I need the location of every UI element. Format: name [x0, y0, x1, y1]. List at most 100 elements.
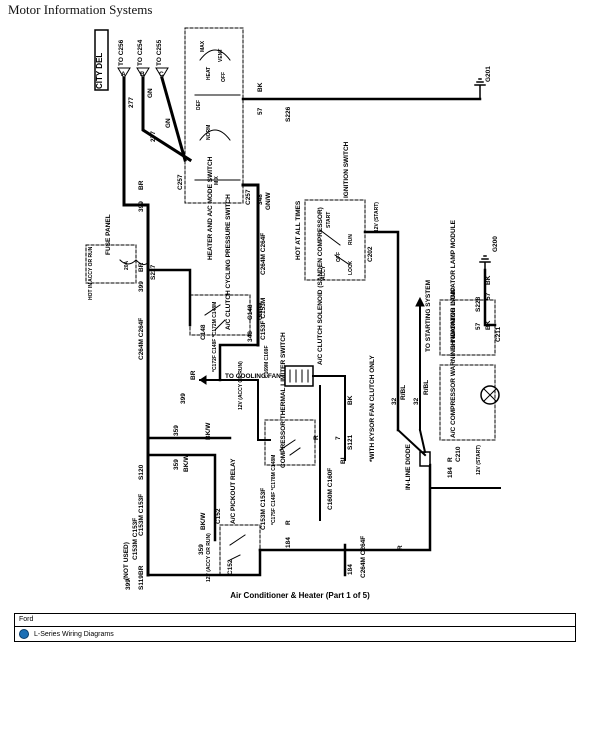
wire-r3-label: R	[397, 545, 404, 550]
v12-accy-c: 12V (ACCY OR RUN)	[206, 533, 212, 582]
s120-label: S120	[138, 464, 145, 480]
label-to-c254: TO C254	[137, 39, 144, 66]
wire-184c-label: 184	[447, 467, 454, 478]
mode-def: DEF	[196, 100, 202, 110]
page-header: Motor Information Systems	[8, 2, 153, 17]
pin-b: B	[140, 71, 145, 78]
wire-br-label: BR	[138, 180, 145, 190]
wire-399d-label: 399	[125, 579, 132, 590]
footer-link[interactable]: L-Series Wiring Diagrams	[34, 630, 114, 638]
wire-gn-label: GN	[147, 88, 154, 98]
c153d-label: C153M C153F	[138, 494, 145, 536]
wire-277b-label: 277	[150, 131, 157, 142]
wire-7-label: 7	[335, 436, 342, 440]
c169-label: C169M C169F	[264, 345, 270, 378]
pin-a: A	[121, 71, 126, 78]
diagram-caption: Air Conditioner & Heater (Part 1 of 5)	[230, 591, 370, 600]
pickout-relay-label: A/C PICKOUT RELAY	[230, 458, 237, 524]
fuse-note-label: HOT IN ACCY OR RUN	[88, 246, 94, 300]
c264-label: C264M C264F	[260, 233, 267, 275]
wire-57-label: 57	[257, 107, 264, 115]
wire-rbl-label: R/BL	[400, 385, 407, 400]
compressor-lamp-label: A/C COMPRESSOR WARNING INDICATOR LAMP	[450, 287, 457, 438]
fuse-20a: 20A	[124, 260, 130, 270]
v12-start-d: 12V (START)	[476, 445, 482, 475]
label-to-c255: TO C255	[156, 39, 163, 66]
wire-399b-label: 399	[138, 281, 145, 292]
wire-bkw3-label: BK/W	[200, 512, 207, 530]
c153-label: C153F C153M	[260, 298, 267, 340]
wire-bl-label: BL	[340, 455, 347, 464]
c148-b: C148	[247, 304, 254, 320]
ign-off: OFF	[336, 252, 342, 262]
mode-norm: NORM	[206, 125, 212, 140]
c153b-label: C153M C153F	[260, 488, 267, 530]
to-cooling-fan: TO COOLING FAN	[225, 373, 281, 380]
not-used-label: (NOT USED)	[123, 542, 130, 580]
g200-label: G200	[492, 236, 499, 252]
wire-bk2-label: BK	[485, 275, 492, 285]
c148-a: C148	[200, 324, 207, 340]
wire-bkd-label: BK	[347, 395, 354, 405]
cycling-switch-label: A/C CLUTCH CYCLING PRESSURE SWITCH	[225, 194, 232, 330]
ignition-switch-label: IGNITION SWITCH	[343, 141, 350, 198]
wire-bkw-label: BK/W	[205, 422, 212, 440]
wire-32b-label: 32	[413, 397, 420, 405]
c160-label: C160M C160F	[327, 468, 334, 510]
mode-mix: MIX	[214, 175, 220, 185]
ign-start: START	[326, 212, 332, 228]
v12-start-a: 12V (START)	[374, 202, 380, 232]
mode-off: OFF	[221, 72, 227, 82]
wire-gnb-label: GN	[165, 118, 172, 128]
wire-br3-label: BR	[190, 370, 197, 380]
footer-link-bar: L-Series Wiring Diagrams	[14, 626, 576, 642]
c264c-label: C264M C264F	[138, 318, 145, 360]
city-del-label: CITY DEL	[95, 53, 104, 89]
mode-switch-box	[184, 27, 244, 204]
kysor-note: *WITH KYSOR FAN CLUTCH ONLY	[369, 355, 376, 462]
pin-c: C	[159, 71, 164, 78]
mode-heat: HEAT	[206, 67, 212, 80]
clutch-solenoid-label: A/C CLUTCH SOLENOID (SANDEN COMPRESSOR)	[317, 207, 324, 365]
wire-r4-label: R	[447, 457, 454, 462]
s121-label: S121	[347, 434, 354, 450]
wire-rbl2-label: R/BL	[423, 380, 430, 395]
wire-277-label: 277	[128, 97, 135, 108]
wire-348b-label: 348	[247, 331, 254, 342]
g201-label: G201	[485, 66, 492, 82]
wiring-diagram: CITY DEL TO C256 TO C254 TO C255 A B C 2…	[85, 27, 502, 590]
wire-359-label: 359	[173, 425, 180, 436]
c210-label: C210	[455, 446, 462, 462]
s228-label: S228	[475, 296, 482, 312]
wire-57c-label: 57	[475, 322, 482, 330]
ign-run: RUN	[348, 234, 354, 245]
wire-32-label: 32	[391, 397, 398, 405]
wire-r-label: R	[313, 435, 320, 440]
footer-brand-bar: Ford	[14, 613, 576, 627]
wire-184b-label: 184	[347, 564, 354, 575]
footer-brand: Ford	[19, 616, 34, 623]
globe-icon	[19, 629, 29, 639]
wire-bk-label: BK	[257, 82, 264, 92]
to-starting-system: TO STARTING SYSTEM	[425, 280, 432, 352]
c257-a: C257	[177, 174, 184, 190]
c178-label: *C175F C148F *C178M C148M	[271, 455, 277, 525]
c152-label: C152	[215, 508, 222, 524]
c257-b: C257	[245, 189, 252, 205]
ign-lock: LOCK	[348, 260, 354, 275]
wire-57b-label: 57	[485, 292, 492, 300]
c153c-label: C153M C153F	[132, 518, 139, 560]
mode-max: MAX	[200, 40, 206, 52]
c264b-label: C264M C264F	[360, 536, 367, 578]
s226-label: S226	[285, 106, 292, 122]
wire-bkc-label: BK	[485, 320, 492, 330]
in-line-diode-label: IN-LINE DIODE	[405, 443, 412, 490]
wire-348-label: 348	[257, 194, 264, 205]
city-del-box	[94, 29, 109, 91]
wire-gnw2-label: GN/W	[257, 301, 264, 320]
wire-gnw-label: GN/W	[265, 191, 272, 210]
fuse-panel-label: FUSE PANEL	[105, 214, 112, 255]
s227-label: S227	[150, 264, 157, 280]
c202-label: C202	[367, 246, 374, 262]
s119-label: S119	[138, 575, 145, 590]
